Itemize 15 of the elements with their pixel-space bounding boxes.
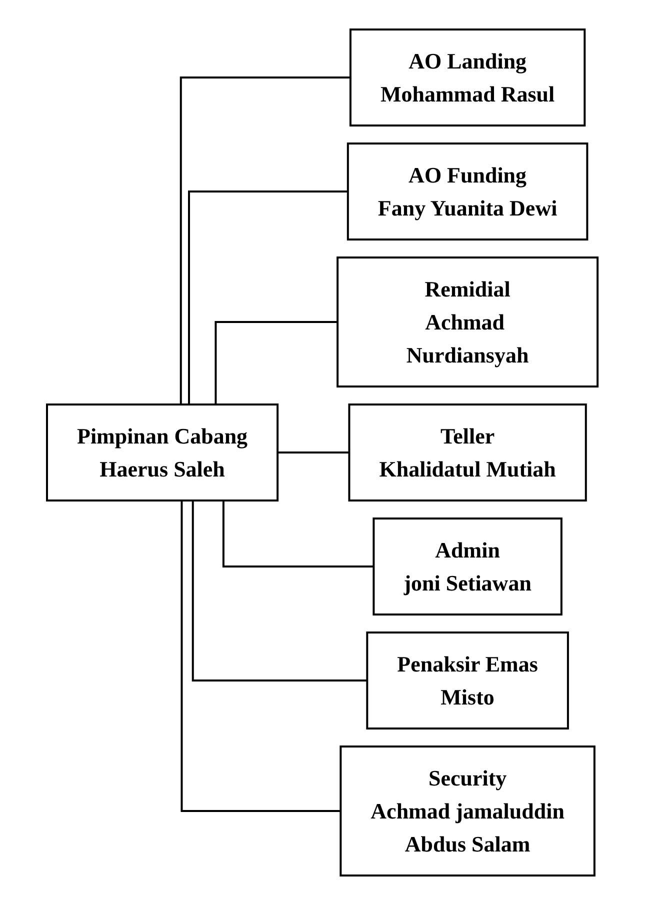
- connector: [214, 321, 338, 404]
- connector: [192, 500, 368, 682]
- node-box: Pimpinan Cabang Haerus Saleh: [46, 404, 279, 502]
- node-box: Teller Khalidatul Mutiah: [348, 404, 588, 502]
- connector: [180, 500, 341, 812]
- node-box: Admin joni Setiawan: [372, 518, 563, 616]
- node-box: Remidial Achmad Nurdiansyah: [336, 256, 599, 388]
- node-box: AO Funding Fany Yuanita Dewi: [347, 142, 588, 240]
- node-box: Security Achmad jamaluddin Abdus Salam: [340, 746, 596, 876]
- connector: [188, 190, 348, 404]
- connector: [222, 500, 374, 568]
- node-box: AO Landing Mohammad Rasul: [350, 28, 586, 126]
- connector: [276, 452, 350, 454]
- connector: [180, 76, 351, 404]
- node-box: Penaksir Emas Misto: [366, 632, 570, 730]
